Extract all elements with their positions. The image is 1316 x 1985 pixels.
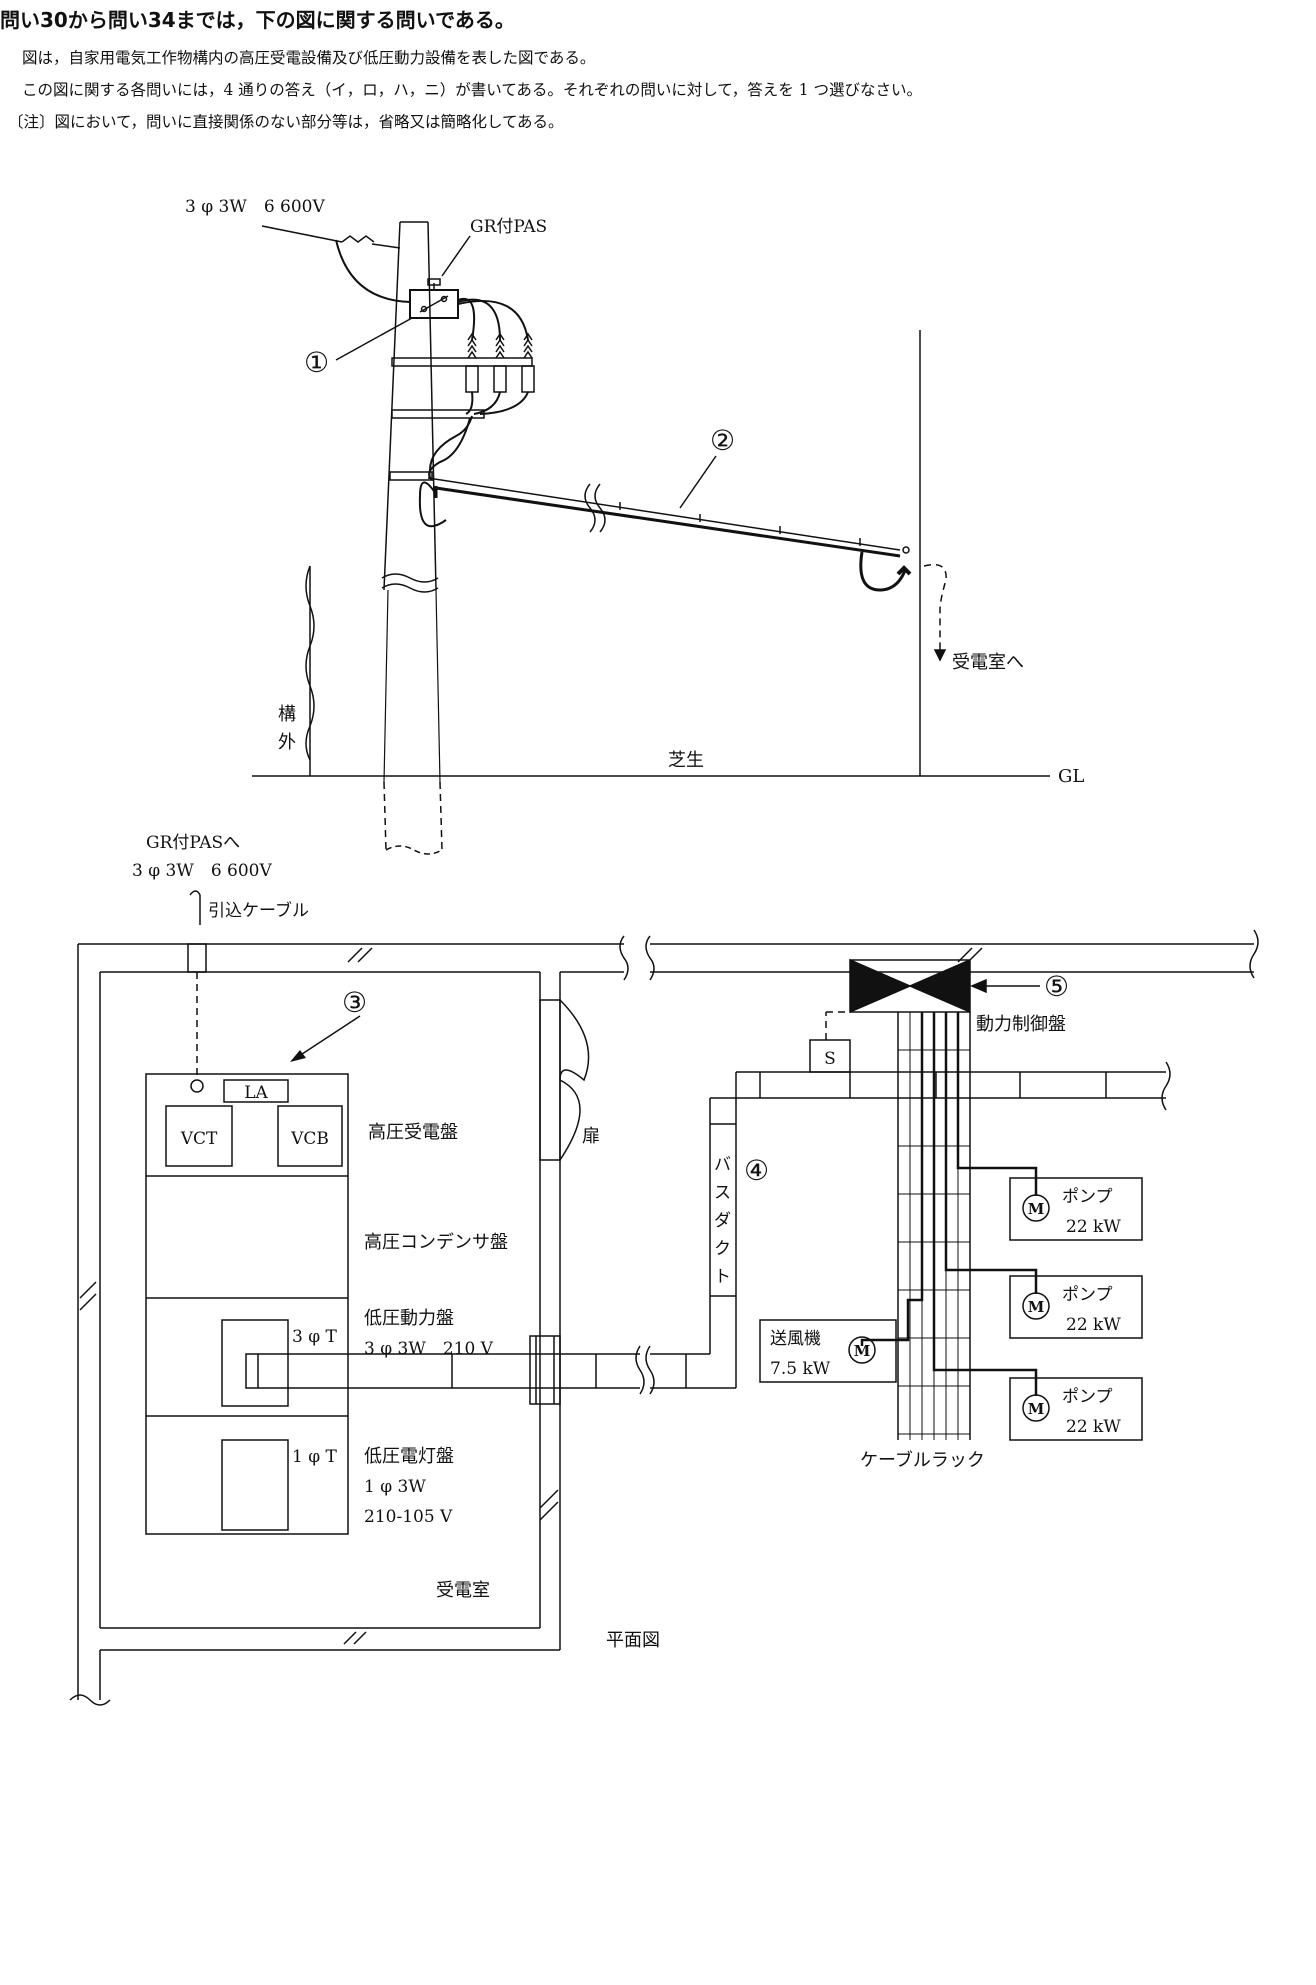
elevation-view	[252, 221, 1050, 855]
motor-control-panel-label: 動力制御盤	[976, 1014, 1066, 1035]
pump-2-kw: 22 kW	[1066, 1315, 1121, 1335]
switch-s-label: S	[824, 1049, 836, 1069]
receiving-room-label: 受電室	[436, 1580, 490, 1601]
to-receiving-room-label: 受電室へ	[952, 652, 1024, 673]
door	[539, 999, 590, 1161]
plan-view-caption: 平面図	[606, 1630, 660, 1651]
note-line: 〔注〕図において，問いに直接関係のない部分等は，省略又は簡略化してある。	[8, 113, 564, 131]
gl-label: GL	[1058, 766, 1084, 787]
fan-label: 送風機	[770, 1329, 821, 1349]
cross-arms	[389, 357, 533, 481]
pump-1-motor-symbol: M	[1028, 1200, 1045, 1218]
intro-line-1: 図は，自家用電気工作物構内の高圧受電設備及び低圧動力設備を表した図である。	[22, 49, 596, 67]
lv-power-panel-label: 低圧動力盤	[364, 1308, 454, 1329]
pump-2-label: ポンプ	[1062, 1285, 1113, 1305]
callout-4: ④	[744, 1154, 769, 1187]
fan-motor-symbol: M	[854, 1342, 871, 1360]
three-phase-tx-label: 3 φ T	[292, 1327, 338, 1347]
hv-panel-label: 高圧受電盤	[368, 1122, 458, 1143]
la-label: LA	[244, 1083, 268, 1103]
busduct-char-1: バ	[714, 1155, 731, 1175]
overhead-cable-2	[418, 477, 912, 592]
busduct-char-4: ク	[714, 1239, 731, 1259]
single-phase-tx-label: 1 φ T	[292, 1447, 338, 1467]
pump-3-label: ポンプ	[1062, 1387, 1113, 1407]
cable-rack-label: ケーブルラック	[860, 1449, 985, 1471]
callout-3: ③	[342, 986, 367, 1019]
incoming-line	[261, 225, 411, 303]
intro-line-2: この図に関する各問いには，4 通りの答え（イ，ロ，ハ，ニ）が書いてある。それぞれ…	[22, 81, 923, 99]
pump-1	[1009, 1177, 1143, 1241]
lv-lighting-spec-2: 210-105 V	[364, 1507, 453, 1527]
pump-3-kw: 22 kW	[1066, 1417, 1121, 1437]
callout-2: ②	[710, 424, 735, 457]
pump-1-kw: 22 kW	[1066, 1217, 1121, 1237]
gr-pas-switch	[409, 278, 459, 319]
pump-3	[1009, 1377, 1143, 1441]
fan-motor	[759, 1319, 897, 1383]
pump-2	[1009, 1275, 1143, 1339]
pump-2-motor-symbol: M	[1028, 1298, 1045, 1316]
pump-1-label: ポンプ	[1062, 1187, 1113, 1207]
plan-view	[69, 890, 1259, 1706]
capacitor-panel-label: 高圧コンデンサ盤	[364, 1232, 508, 1253]
motor-feeders	[860, 1012, 1038, 1396]
callout-1: ①	[304, 346, 329, 379]
utility-pole	[381, 221, 443, 855]
lv-lighting-spec-1: 1 φ 3W	[364, 1477, 426, 1497]
lawn-label: 芝生	[668, 750, 704, 771]
callout-5: ⑤	[1044, 970, 1069, 1003]
busduct-char-5: ト	[714, 1267, 731, 1287]
supply-label: 3 φ 3W 6 600V	[185, 197, 325, 217]
page-title: 問い30から問い34までは，下の図に関する問いである。	[0, 8, 515, 32]
lv-lighting-panel-label: 低圧電灯盤	[364, 1446, 454, 1467]
gr-pas-label: GR付PAS	[470, 217, 547, 237]
bus-duct	[258, 1011, 1171, 1405]
busduct-char-3: ダ	[714, 1211, 731, 1231]
to-pas-label: GR付PASへ	[146, 833, 240, 853]
door-label: 扉	[582, 1126, 600, 1147]
lead-cable-label: 引込ケーブル	[208, 900, 309, 921]
vct-label: VCT	[180, 1129, 218, 1149]
outside-label-1: 構	[278, 704, 296, 725]
motor-control-panel	[849, 958, 1040, 1014]
cable-terminations	[465, 332, 535, 415]
switchgear	[145, 1073, 349, 1535]
fan-kw: 7.5 kW	[770, 1359, 831, 1379]
plan-supply-label: 3 φ 3W 6 600V	[132, 861, 272, 881]
outside-label-2: 外	[278, 732, 296, 753]
building-walls	[69, 929, 1259, 1706]
vcb-label: VCB	[290, 1129, 329, 1149]
busduct-char-2: ス	[714, 1183, 731, 1203]
lv-power-spec: 3 φ 3W 210 V	[364, 1339, 494, 1359]
pump-3-motor-symbol: M	[1028, 1400, 1045, 1418]
